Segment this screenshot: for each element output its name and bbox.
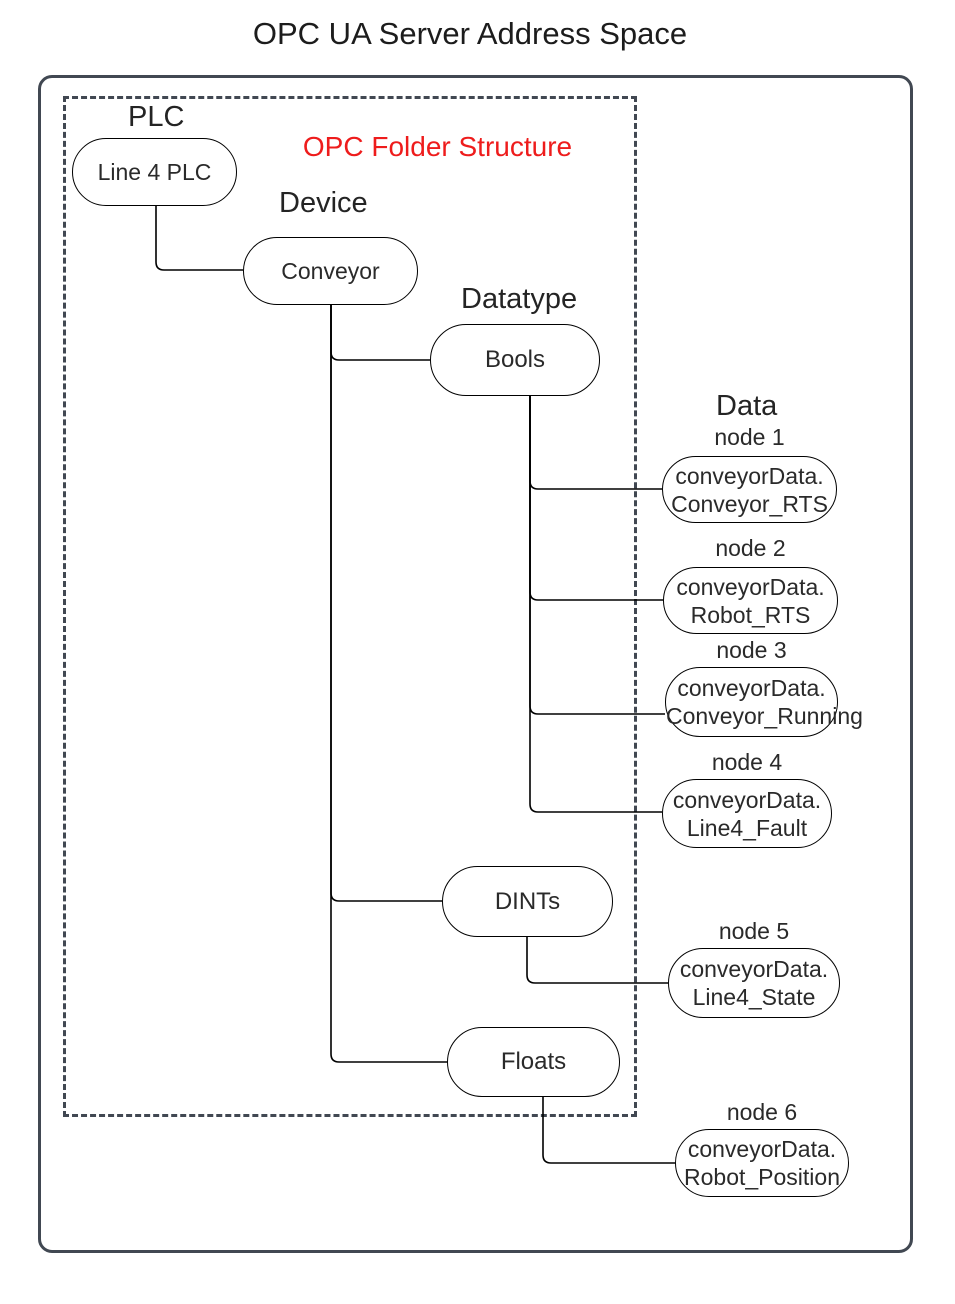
connector-bools-node2 [529, 396, 663, 601]
diagram-title: OPC UA Server Address Space [252, 16, 688, 51]
node5-pill: conveyorData. Line4_State [668, 948, 840, 1018]
node3-pill: conveyorData. Conveyor_Running [665, 667, 863, 737]
node-line4-plc: Line 4 PLC [72, 138, 237, 206]
node4-line2: Line4_Fault [686, 815, 808, 841]
node6-pill: conveyorData. Robot_Position [675, 1129, 849, 1197]
node2-line1: conveyorData. [676, 574, 825, 600]
node1-line1: conveyorData. [675, 463, 824, 489]
connector-conveyor-dints [330, 305, 442, 902]
heading-data: Data [716, 390, 778, 422]
heading-datatype: Datatype [461, 283, 578, 315]
node-bools: Bools [430, 324, 600, 396]
heading-plc: PLC [128, 101, 185, 133]
node5-line2: Line4_State [692, 984, 816, 1010]
connector-bools-node4 [529, 396, 662, 813]
node3-line1: conveyorData. [677, 675, 826, 701]
connector-bools-node1 [529, 396, 662, 490]
heading-device: Device [279, 187, 368, 219]
node2-pill: conveyorData. Robot_RTS [663, 567, 838, 634]
node-floats: Floats [447, 1027, 620, 1097]
node2-tag: node 2 [715, 535, 786, 561]
node5-line1: conveyorData. [679, 956, 829, 982]
node1-line2: Conveyor_RTS [671, 491, 828, 517]
connector-conveyor-floats [330, 305, 447, 1063]
node4-line1: conveyorData. [672, 787, 822, 813]
node3-tag: node 3 [716, 637, 787, 663]
address-space-boundary [38, 75, 913, 1253]
node5-tag: node 5 [718, 918, 790, 944]
connector-bools-node3 [529, 396, 665, 715]
node1-pill: conveyorData. Conveyor_RTS [662, 456, 837, 523]
node4-pill: conveyorData. Line4_Fault [662, 779, 832, 848]
node3-line2: Conveyor_Running [666, 703, 863, 729]
opc-folder-structure-boundary [63, 96, 637, 1117]
node6-tag: node 6 [726, 1099, 798, 1125]
node4-tag: node 4 [711, 749, 783, 775]
node-dints: DINTs [442, 866, 613, 937]
connector-conveyor-bools [330, 305, 430, 361]
node2-line2: Robot_RTS [690, 602, 811, 628]
node6-line2: Robot_Position [684, 1164, 840, 1190]
node1-tag: node 1 [714, 424, 785, 450]
node6-line1: conveyorData. [687, 1136, 837, 1162]
node-conveyor: Conveyor [243, 237, 418, 305]
opc-folder-structure-label: OPC Folder Structure [302, 131, 573, 162]
connector-floats-node6 [542, 1097, 675, 1164]
connector-dints-node5 [526, 937, 668, 984]
connector-plc-conveyor [155, 206, 243, 271]
